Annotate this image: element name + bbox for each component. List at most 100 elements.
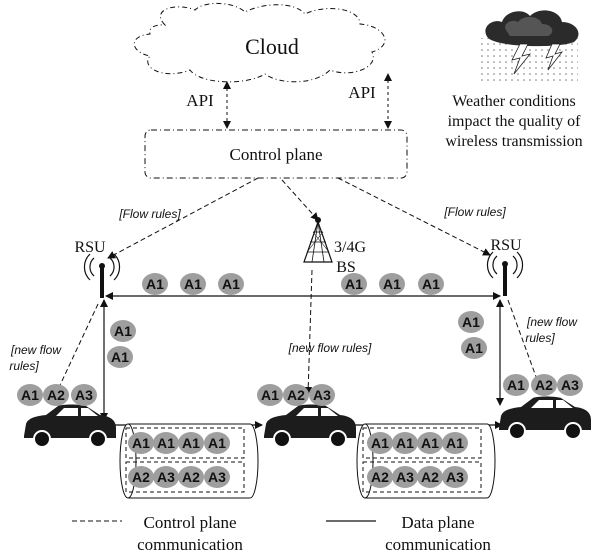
- packet-label: A1: [21, 387, 39, 403]
- packet-shape: [417, 466, 443, 488]
- packet-car-center-3: A3: [309, 384, 335, 406]
- packet-label: A2: [535, 377, 553, 393]
- packet-right-vertical-2: A1: [461, 337, 487, 359]
- packet-left-vertical-1: A1: [110, 320, 136, 342]
- cell-tower-icon: [303, 217, 333, 263]
- packet-shape: [257, 384, 283, 406]
- packet-shape: [17, 384, 43, 406]
- packet-shape: [392, 466, 418, 488]
- packet-label: A1: [421, 435, 439, 451]
- packet-label: A1: [132, 435, 150, 451]
- packet-car-left-3: A3: [71, 384, 97, 406]
- weather-line-1: Weather conditions: [452, 93, 576, 110]
- packet-tube-right-top-1: A1: [367, 432, 393, 454]
- packet-shape: [204, 432, 230, 454]
- packet-label: A1: [157, 435, 175, 451]
- packet-shape: [458, 311, 484, 333]
- packet-shape: [461, 337, 487, 359]
- packet-label: A1: [184, 276, 202, 292]
- rsu-label-right: RSU: [490, 237, 522, 254]
- packet-tube-right-bottom-1: A2: [367, 466, 393, 488]
- packet-tube-right-top-3: A1: [417, 432, 443, 454]
- packet-shape: [442, 432, 468, 454]
- bs-label-line-2: BS: [336, 259, 356, 276]
- packet-label: A1: [396, 435, 414, 451]
- packet-car-center-1: A1: [257, 384, 283, 406]
- rsu-antenna-icon: [83, 253, 121, 298]
- packet-shape: [379, 273, 405, 295]
- control-plane-box: [144, 129, 408, 179]
- storm-cloud-icon: [478, 10, 579, 82]
- legend-data-line-1: Data plane: [401, 513, 474, 532]
- packet-tube-right-top-4: A1: [442, 432, 468, 454]
- packet-label: A1: [371, 435, 389, 451]
- packet-label: A3: [208, 469, 226, 485]
- packet-label: A1: [222, 276, 240, 292]
- packet-shape: [442, 466, 468, 488]
- packet-label: A1: [208, 435, 226, 451]
- new-flow-rules-link-left: [53, 303, 99, 399]
- packet-top-right-1: A1: [341, 273, 367, 295]
- packet-tube-left-top-4: A1: [204, 432, 230, 454]
- packet-label: A1: [261, 387, 279, 403]
- packet-label: A3: [561, 377, 579, 393]
- packet-shape: [180, 273, 206, 295]
- packet-shape: [128, 432, 154, 454]
- packet-shape: [367, 432, 393, 454]
- packet-label: A2: [371, 469, 389, 485]
- packet-label: A2: [47, 387, 65, 403]
- packet-label: A3: [396, 469, 414, 485]
- packet-label: A1: [182, 435, 200, 451]
- new-flow-rules-center: [new flow rules]: [288, 341, 372, 355]
- weather-line-3: wireless transmission: [445, 133, 582, 150]
- flow-rules-link-rsu-left: [107, 177, 259, 259]
- car-icon: [264, 404, 356, 448]
- packet-top-right-2: A1: [379, 273, 405, 295]
- packet-shape: [531, 374, 557, 396]
- packet-label: A3: [446, 469, 464, 485]
- packet-shape: [43, 384, 69, 406]
- packet-label: A1: [465, 340, 483, 356]
- legend-data-line-2: communication: [385, 535, 491, 554]
- packet-shape: [341, 273, 367, 295]
- packet-shape: [557, 374, 583, 396]
- packet-label: A2: [421, 469, 439, 485]
- flow-rules-link-bs: [281, 179, 319, 221]
- packet-label: A1: [462, 314, 480, 330]
- packet-car-center-2: A2: [283, 384, 309, 406]
- packet-label: A2: [287, 387, 305, 403]
- flow-rules-label-right: [Flow rules]: [443, 205, 506, 219]
- packet-label: A1: [507, 377, 525, 393]
- packet-tube-left-top-1: A1: [128, 432, 154, 454]
- rsu-antenna-icon: [486, 251, 524, 296]
- packet-car-left-1: A1: [17, 384, 43, 406]
- packet-shape: [204, 466, 230, 488]
- new-flow-rules-right-line-2: rules]: [525, 331, 555, 345]
- packet-tube-left-bottom-3: A2: [178, 466, 204, 488]
- api-label-right: API: [348, 83, 376, 102]
- packet-shape: [178, 432, 204, 454]
- packet-top-left-3: A1: [218, 273, 244, 295]
- packet-shape: [178, 466, 204, 488]
- new-flow-rules-left-line-1: [new flow: [10, 343, 62, 357]
- packet-shape: [71, 384, 97, 406]
- packet-shape: [367, 466, 393, 488]
- packet-label: A3: [313, 387, 331, 403]
- flow-rules-link-rsu-right: [337, 177, 491, 256]
- packet-label: A2: [132, 469, 150, 485]
- packet-label: A3: [157, 469, 175, 485]
- packet-car-right-3: A3: [557, 374, 583, 396]
- packet-shape: [107, 346, 133, 368]
- packet-label: A1: [422, 276, 440, 292]
- packet-right-vertical-1: A1: [458, 311, 484, 333]
- packet-label: A1: [383, 276, 401, 292]
- packet-label: A2: [182, 469, 200, 485]
- packet-tube-right-top-2: A1: [392, 432, 418, 454]
- packet-label: A3: [75, 387, 93, 403]
- packet-tube-right-bottom-4: A3: [442, 466, 468, 488]
- car-icon: [24, 404, 116, 448]
- packet-label: A1: [446, 435, 464, 451]
- packet-shape: [142, 273, 168, 295]
